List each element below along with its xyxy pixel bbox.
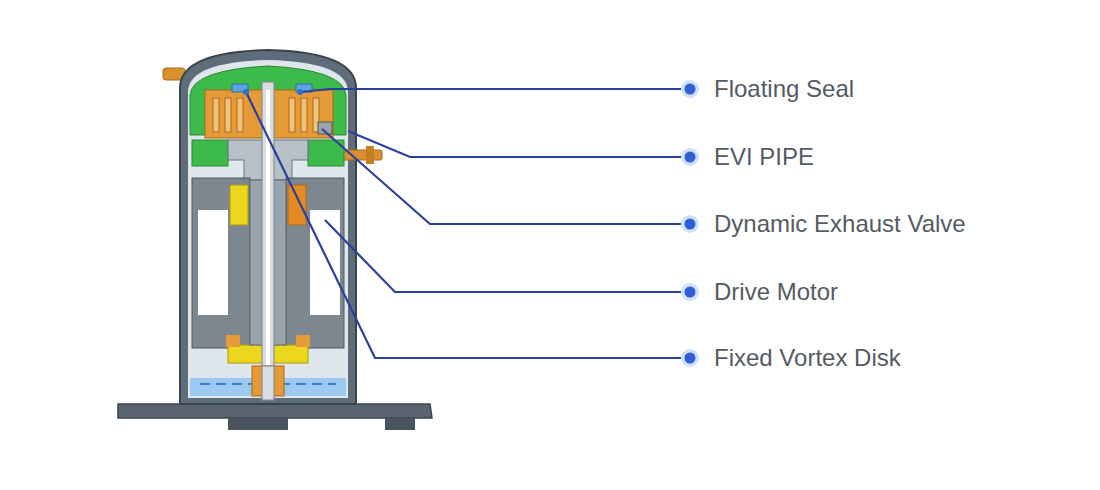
callout-dot — [685, 219, 696, 230]
part-label: Dynamic Exhaust Valve — [714, 210, 966, 239]
callout-dot-halo — [681, 349, 699, 367]
scroll-wrap — [237, 98, 243, 132]
callout-dot — [685, 84, 696, 95]
leader-line — [348, 131, 690, 157]
leader-line — [300, 89, 690, 92]
frame-block — [192, 140, 228, 166]
callout-dot — [685, 353, 696, 364]
leader-line — [322, 129, 690, 224]
callout-dot — [685, 287, 696, 298]
leader-endpoints — [243, 89, 303, 95]
scroll-wrap — [289, 98, 295, 132]
scroll-wrap — [301, 98, 307, 132]
part-label: Drive Motor — [714, 278, 838, 307]
rotor-ring — [296, 335, 310, 347]
callout-dots — [681, 80, 699, 367]
leader-lines — [246, 89, 690, 358]
callout-dot-halo — [681, 215, 699, 233]
part-label: Fixed Vortex Disk — [714, 344, 901, 373]
leader-endpoint — [297, 89, 303, 95]
stator-window — [310, 210, 340, 315]
shell-interior — [188, 60, 348, 398]
scroll-wrap — [213, 98, 219, 132]
part-label: Floating Seal — [714, 75, 854, 104]
compressor-shell — [180, 50, 356, 404]
scroll-wrap — [225, 98, 231, 132]
base-foot — [385, 418, 415, 430]
rotor-ring — [226, 335, 240, 347]
motor-stator — [192, 178, 250, 348]
base-plate — [118, 404, 432, 418]
motor-winding — [288, 185, 306, 225]
callout-dot-halo — [681, 80, 699, 98]
evi-pipe-fitting — [366, 146, 374, 164]
stator-window — [198, 210, 228, 315]
callout-dot-halo — [681, 148, 699, 166]
crankshaft — [262, 366, 274, 400]
motor-stator — [286, 178, 344, 348]
base-foot — [228, 418, 288, 430]
callout-dot — [685, 152, 696, 163]
leader-endpoint — [243, 89, 249, 95]
leader-line — [325, 220, 690, 292]
part-label: EVI PIPE — [714, 143, 814, 172]
leader-line — [246, 92, 690, 358]
callout-dot-halo — [681, 283, 699, 301]
motor-winding — [230, 185, 248, 225]
